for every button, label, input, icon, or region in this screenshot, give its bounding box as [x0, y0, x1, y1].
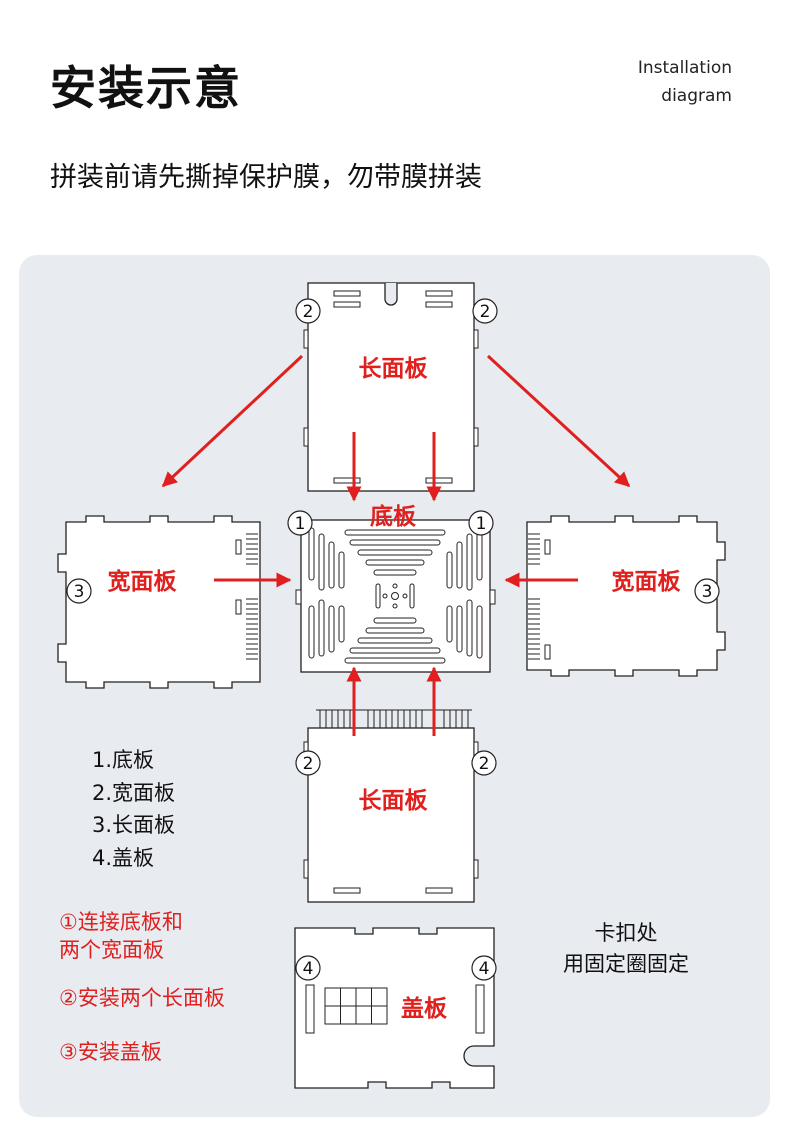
step-1-line-2: 两个宽面板 — [59, 938, 164, 962]
long-panel-bottom — [303, 709, 479, 903]
marker-two-bottom-left: 2 — [303, 754, 314, 774]
long-panel-top — [303, 282, 479, 492]
left-panel-slots — [246, 533, 258, 660]
arrow-top-right — [486, 354, 631, 488]
marker-two-top-right: 2 — [480, 302, 491, 322]
step-1: ①连接底板和 两个宽面板 — [59, 908, 225, 964]
clip-note: 卡扣处 用固定圈固定 — [556, 918, 696, 980]
legend-item: 2.宽面板 — [92, 780, 176, 805]
assembly-arrows — [161, 354, 631, 736]
label-long-panel-top: 长面板 — [359, 356, 429, 382]
step-1-line-1: ①连接底板和 — [59, 910, 183, 934]
marker-two-bottom-right: 2 — [479, 754, 490, 774]
bottom-panel-comb — [316, 709, 472, 728]
title-english: Installation diagram — [638, 54, 732, 110]
clip-note-line-2: 用固定圈固定 — [563, 952, 689, 976]
marker-four-left: 4 — [303, 959, 314, 979]
lid-panel — [294, 927, 495, 1089]
legend-item: 1.底板 — [92, 748, 155, 772]
arrow-top-left — [161, 354, 304, 488]
legend-item: 3.长面板 — [92, 813, 176, 837]
title-english-line1: Installation — [637, 58, 732, 78]
base-plate — [295, 519, 496, 673]
wide-panel-right — [526, 515, 726, 677]
title-english-line2: diagram — [661, 86, 732, 106]
base-vent-slots — [308, 527, 483, 664]
marker-two-top-left: 2 — [303, 302, 314, 322]
label-base: 底板 — [370, 503, 417, 530]
instruction-text: 拼装前请先撕掉保护膜，勿带膜拼装 — [50, 162, 482, 193]
assembly-steps: ①连接底板和 两个宽面板 ②安装两个长面板 ③安装盖板 — [59, 908, 225, 1066]
marker-three-right: 3 — [702, 582, 713, 602]
clip-note-line-1: 卡扣处 — [594, 921, 658, 945]
wide-panel-left — [57, 515, 261, 689]
lid-grid-window — [324, 987, 388, 1025]
step-2: ②安装两个长面板 — [59, 986, 225, 1010]
marker-three-left: 3 — [74, 582, 85, 602]
marker-one-left: 1 — [295, 514, 306, 534]
page-title: 安装示意 — [50, 61, 242, 115]
legend-item: 4.盖板 — [92, 845, 155, 870]
label-wide-panel-left: 宽面板 — [108, 568, 178, 595]
parts-legend: 1.底板 2.宽面板 3.长面板 4.盖板 — [92, 744, 175, 874]
label-lid: 盖板 — [401, 995, 448, 1022]
label-wide-panel-right: 宽面板 — [612, 568, 682, 595]
label-long-panel-bottom: 长面板 — [359, 788, 429, 814]
step-3: ③安装盖板 — [59, 1040, 162, 1064]
right-panel-slots — [528, 533, 540, 660]
marker-four-right: 4 — [479, 959, 490, 979]
marker-one-right: 1 — [476, 514, 487, 534]
